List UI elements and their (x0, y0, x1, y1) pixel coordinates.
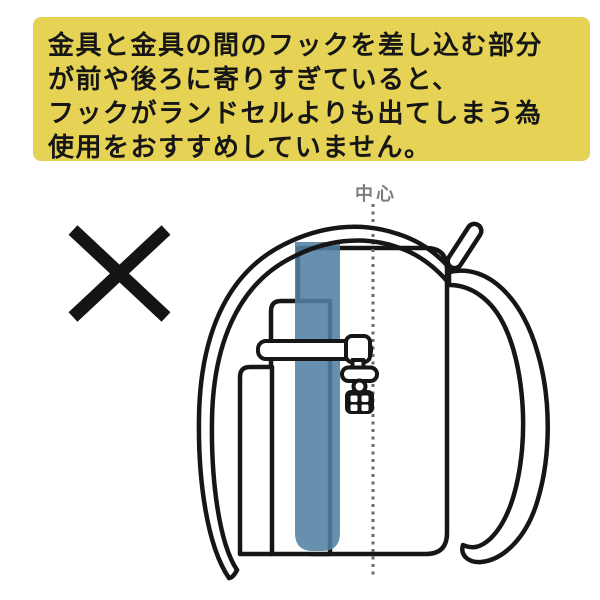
warning-banner: 金具と金具の間のフックを差し込む部分 が前や後ろに寄りすぎていると、 フックがラ… (33, 17, 590, 162)
bag-flap-tip (226, 567, 240, 581)
hook-ring (351, 378, 368, 395)
bag-side-pocket-outer (237, 364, 275, 557)
warning-text-line-4: 使用をおすすめしていません。 (48, 132, 432, 162)
x-mark-stroke-2 (68, 225, 171, 322)
warning-text-line-2: が前や後ろに寄りすぎていると、 (48, 64, 460, 94)
clasp-slot (350, 395, 358, 402)
warning-text-line-1: 金具と金具の間のフックを差し込む部分 (48, 30, 544, 60)
clasp-slot (350, 404, 358, 411)
clasp-slot (361, 404, 369, 411)
bag-flap-outer-edge (196, 224, 455, 581)
warning-text-line-3: フックがランドセルよりも出てしまう為 (48, 98, 543, 128)
x-mark-icon (68, 225, 171, 322)
highlight-band (295, 242, 340, 551)
bag-flap-inner-edge (209, 238, 450, 573)
shoulder-strap (446, 268, 550, 565)
hook-strap-assembly (256, 334, 379, 414)
center-axis-label: 中心 (355, 184, 397, 204)
bag-flap (196, 224, 455, 581)
clasp-slot (361, 395, 369, 402)
hook-clasp (345, 390, 374, 414)
carry-handle (445, 221, 484, 271)
